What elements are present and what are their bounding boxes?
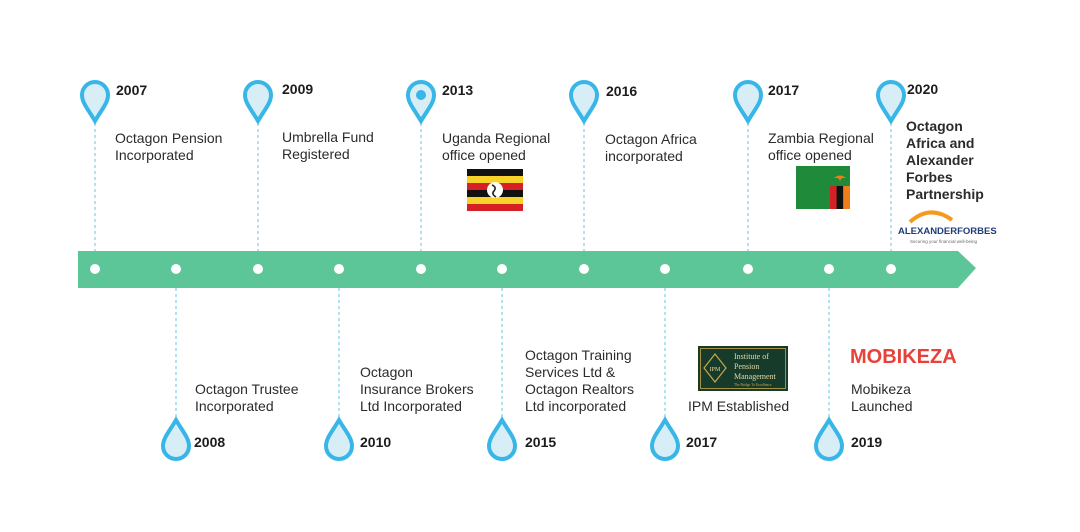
timeline-dot-7 [660, 264, 670, 274]
event-description-line: Uganda Regional [442, 130, 551, 146]
event-description: IPM Established [688, 398, 789, 415]
mobikeza-wordmark: MOBIKEZA [850, 346, 957, 368]
event-description-line: Umbrella Fund [282, 129, 374, 145]
event-description-line: Insurance Brokers [360, 381, 474, 397]
alexander-forbes-name: ALEXANDERFORBES [898, 226, 997, 237]
location-pin-icon [875, 80, 907, 125]
location-pin-icon [649, 416, 681, 461]
event-description-line: Octagon Realtors [525, 381, 634, 397]
timeline-dots [90, 264, 896, 274]
ipm-line-2: Pension [734, 362, 759, 371]
event-description-line: Partnership [906, 186, 984, 202]
event-description-line: office opened [442, 147, 526, 163]
location-pin-icon [323, 416, 355, 461]
zambia-flag-icon [796, 166, 850, 209]
timeline-band [78, 251, 976, 288]
event-description-line: Registered [282, 146, 350, 162]
uganda-flag-icon [467, 169, 523, 211]
event-description-line: Octagon Trustee [195, 381, 299, 397]
timeline-dot-0 [90, 264, 100, 274]
location-pin-icon [568, 80, 600, 125]
event-description-line: Forbes [906, 169, 953, 185]
timeline-dot-1 [171, 264, 181, 274]
event-year: 2015 [525, 434, 557, 450]
event-description-line: Incorporated [195, 398, 274, 414]
event-description-line: Octagon [360, 364, 413, 380]
event-year: 2009 [282, 81, 314, 97]
location-pin-icon [813, 416, 845, 461]
event-description-line: Alexander [906, 152, 974, 168]
ipm-badge-text: IPM [710, 367, 721, 373]
timeline-dot-2 [253, 264, 263, 274]
connector-lines [94, 111, 892, 428]
location-pin-icon [405, 80, 437, 125]
event-year: 2017 [768, 82, 800, 98]
event-year: 2019 [851, 434, 883, 450]
event-year: 2017 [686, 434, 718, 450]
location-pin-icon [79, 80, 111, 125]
timeline-dot-3 [334, 264, 344, 274]
event-year: 2016 [606, 83, 638, 99]
event-description-line: Octagon Africa [605, 131, 697, 147]
event-description-line: Zambia Regional [768, 130, 874, 146]
timeline-dot-10 [886, 264, 896, 274]
timeline-dot-9 [824, 264, 834, 274]
location-pin-icon [732, 80, 764, 125]
timeline-pins [79, 80, 907, 461]
location-pin-icon [160, 416, 192, 461]
ipm-logo: IPM Institute of Pension Management The … [698, 346, 788, 391]
timeline-dot-5 [497, 264, 507, 274]
event-description-line: Mobikeza [851, 381, 911, 397]
alexander-forbes-logo: ALEXANDERFORBES Securing your financial … [898, 210, 997, 244]
event-description-line: Launched [851, 398, 913, 414]
event-year: 2020 [907, 81, 939, 97]
event-description-line: Africa and [906, 135, 975, 151]
ipm-line-3: Management [734, 372, 777, 381]
event-year: 2007 [116, 82, 148, 98]
event-year: 2010 [360, 434, 392, 450]
timeline-dot-8 [743, 264, 753, 274]
ipm-line-1: Institute of [734, 352, 769, 361]
ipm-motto: The Bridge To Excellence [734, 383, 772, 387]
event-description-line: Octagon Pension [115, 130, 223, 146]
event-description-line: Services Ltd & [525, 364, 616, 380]
mobikeza-logo: MOBIKEZA [850, 346, 957, 368]
event-description-line: Ltd incorporated [525, 398, 627, 414]
event-description-line: IPM Established [688, 398, 790, 414]
event-year: 2013 [442, 82, 474, 98]
location-pin-icon [242, 80, 274, 125]
event-description-line: office opened [768, 147, 852, 163]
pin-center-dot [416, 90, 426, 100]
event-description-line: Incorporated [115, 147, 194, 163]
timeline-dot-4 [416, 264, 426, 274]
event-description-line: Octagon [906, 118, 963, 134]
alexander-forbes-tagline: Securing your financial well-being [910, 239, 978, 244]
timeline-dot-6 [579, 264, 589, 274]
event-description-line: Ltd Incorporated [360, 398, 462, 414]
event-description-line: incorporated [605, 148, 683, 164]
location-pin-icon [486, 416, 518, 461]
event-description-line: Octagon Training [525, 347, 632, 363]
event-year: 2008 [194, 434, 226, 450]
